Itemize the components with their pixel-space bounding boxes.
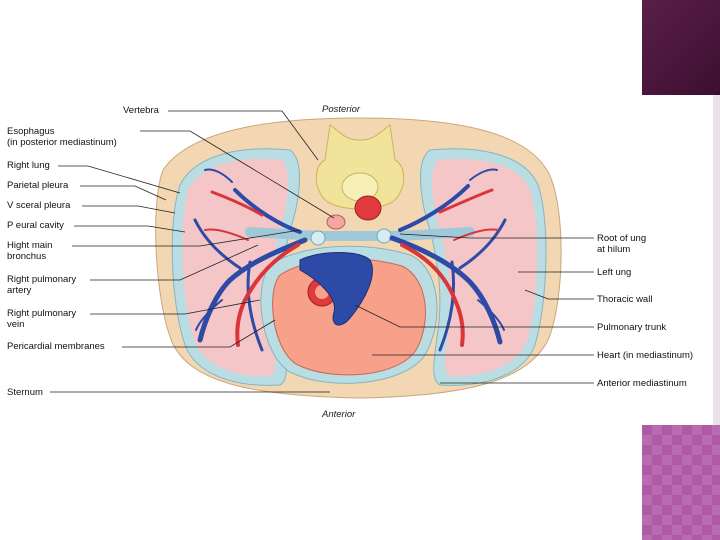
label-pulmonary-trunk: Pulmonary trunk xyxy=(597,322,667,333)
left-lung-vessels xyxy=(389,168,507,352)
label-parietal-pleura: Parietal pleura xyxy=(7,180,69,191)
label-visceral-pleura: V sceral pleura xyxy=(7,200,71,211)
anterior-label: Anterior xyxy=(322,409,356,420)
descending-aorta xyxy=(354,195,382,221)
left-lung xyxy=(432,158,538,377)
pulmonary-trunk xyxy=(299,252,373,326)
label-root-of-lung-2: at hilum xyxy=(597,244,631,255)
label-root-of-lung-1: Root of ung xyxy=(597,233,647,244)
label-vertebra: Vertebra xyxy=(123,105,159,116)
label-thoracic-wall: Thoracic wall xyxy=(597,294,653,305)
leader-lines-left xyxy=(50,110,335,393)
label-right-pulmonary-vein-1: Right pulmonary xyxy=(7,308,77,319)
label-right-pulmonary-vein-2: vein xyxy=(7,319,25,330)
label-right-main-bronchus-1: Hight main xyxy=(7,240,53,251)
decor-strip-bottom xyxy=(642,425,720,540)
esophagus xyxy=(326,214,346,230)
posterior-label: Posterior xyxy=(322,104,361,115)
label-right-pulmonary-artery-1: Right pulmonary xyxy=(7,274,77,285)
decor-strip-middle xyxy=(713,95,720,425)
decor-strip-top xyxy=(642,0,720,95)
bronchi xyxy=(245,227,475,241)
label-right-pulmonary-artery-2: artery xyxy=(7,285,32,296)
label-anterior-mediastinum: Anterior mediastinum xyxy=(597,378,687,389)
leader-lines-right xyxy=(354,233,594,384)
label-right-main-bronchus-2: bronchus xyxy=(7,251,47,262)
label-heart: Heart (in mediastinum) xyxy=(597,350,694,361)
label-pericardial-membranes: Pericardial membranes xyxy=(7,341,105,352)
label-sternum: Sternum xyxy=(7,387,43,398)
label-left-lung: Left ung xyxy=(597,267,632,278)
label-esophagus-note: (in posterior mediastinum) xyxy=(7,137,117,148)
label-pleural-cavity: P eural cavity xyxy=(7,220,64,231)
right-lung-vessels xyxy=(193,168,308,352)
vertebra xyxy=(315,124,405,210)
label-right-lung: Right lung xyxy=(7,160,50,171)
label-esophagus: Esophagus xyxy=(7,126,55,137)
